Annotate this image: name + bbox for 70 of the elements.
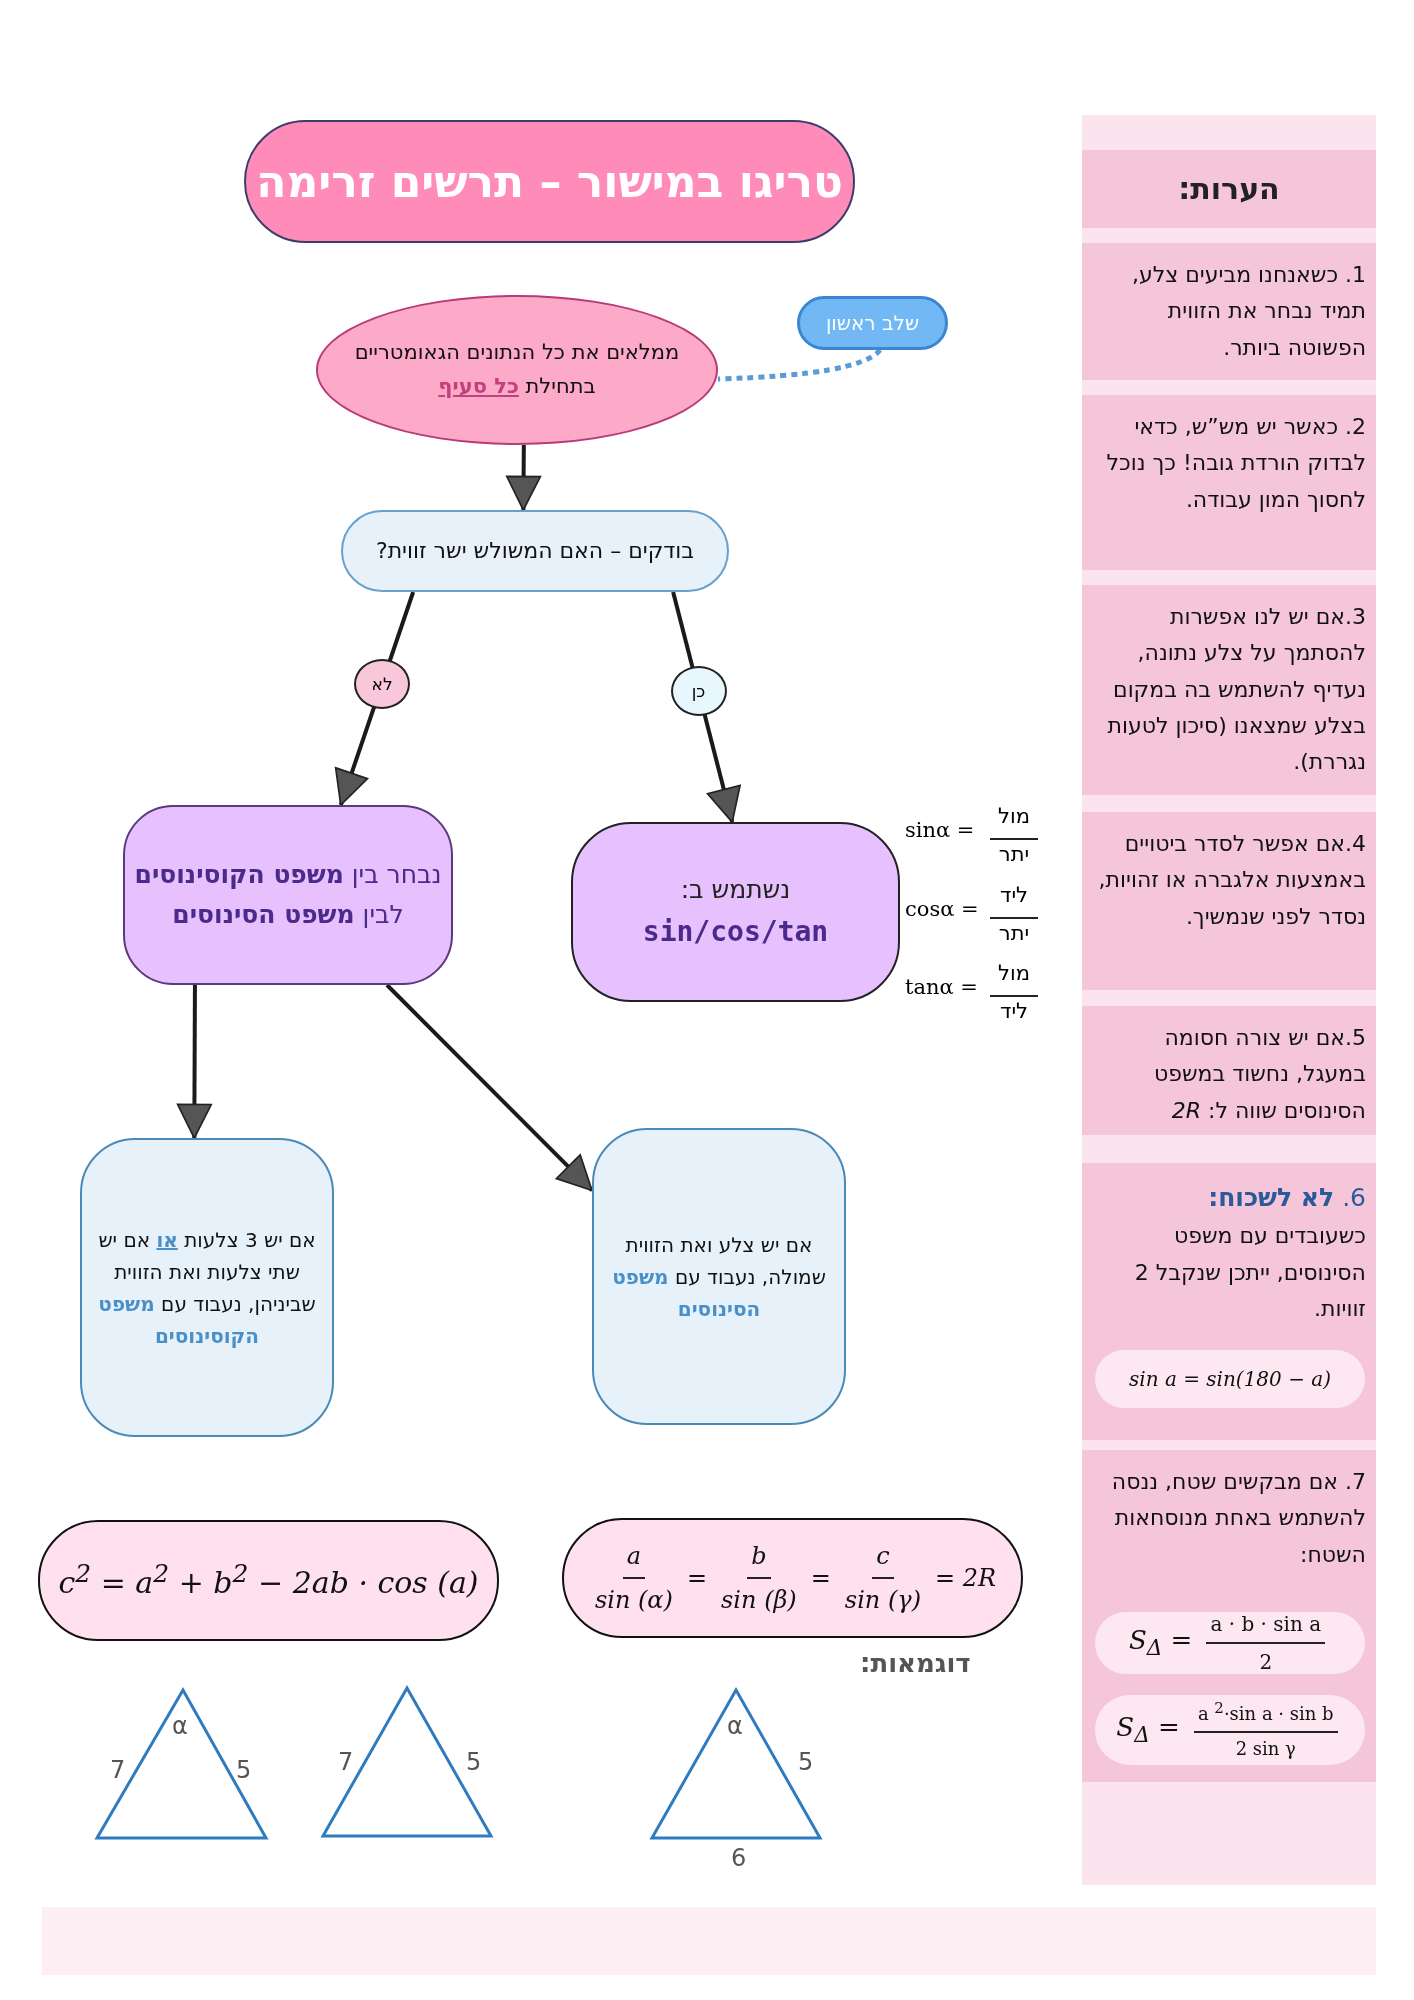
angle-label: α: [172, 1712, 188, 1740]
node-text: נבחר בין משפט הקוסינוסים לבין משפט הסינוסים: [133, 859, 443, 931]
formula-text: sin (γ): [843, 1585, 922, 1616]
side-length-label: 7: [338, 1748, 354, 1776]
note-card: [1082, 812, 1376, 990]
formula-text: sin a = sin(180 − a): [1129, 1366, 1331, 1393]
process-box: [571, 822, 900, 1002]
edge-label: לא: [354, 658, 411, 709]
node-text: בודקים – האם המשולש ישר זווית?: [375, 537, 695, 566]
formula-text: 2: [1258, 1649, 1274, 1676]
heading-text: הערות:: [1178, 170, 1280, 208]
formula-text: =: [810, 1562, 831, 1594]
note-card: [1082, 585, 1376, 795]
note-text: 2. כאשר יש מש”ש, כדאי לבדוק הורדת גובה! כך נוכל לחסוך המון עבודה.: [1105, 413, 1366, 514]
node-text: ממלאים את כל הנתונים הגאומטריים בתחילת כל סעיף: [353, 339, 681, 400]
ratio-label: מול: [997, 804, 1031, 828]
note-card: [1082, 1163, 1376, 1440]
formula-text: a: [622, 1536, 646, 1579]
note-card: [1082, 395, 1376, 570]
node-text: אם יש 3 צלעות או אם יש שתי צלעות ואת הזווית שביניהן, נעבוד עם משפט הקוסינוסים: [97, 1226, 317, 1350]
note-text: כשעובדים עם משפט הסינוסים, ייתכן שנקבל 2 זוויות.: [1133, 1222, 1366, 1323]
ratio-label: יתר: [990, 838, 1038, 866]
note-card: [1082, 1006, 1376, 1135]
side-length-label: 5: [798, 1748, 814, 1776]
note-text: 7. אם מבקשים שטח, ננסה להשתמש באחת מנוסחאות השטח:: [1110, 1468, 1366, 1569]
side-length-label: 7: [110, 1756, 126, 1784]
condition-box: [592, 1128, 846, 1425]
node-text: שלב ראשון: [825, 310, 920, 337]
ratio-label: cosα =: [905, 897, 979, 921]
arrow: [506, 445, 541, 511]
formula-text: a · b · sin a: [1206, 1608, 1326, 1644]
node-text: אם יש צלע ואת הזווית שמולה, נעבוד עם משפט הסינוסים: [611, 1231, 827, 1323]
formula-text: c: [872, 1536, 894, 1579]
node-text: sin/cos/tan: [642, 913, 829, 950]
choice-box: [123, 805, 453, 985]
formula-text: S$_{Δ}$ =: [1116, 1711, 1180, 1750]
formula-text: 2 sin γ: [1234, 1737, 1297, 1761]
side-length-label: 5: [466, 1748, 482, 1776]
formula-text: b: [747, 1536, 771, 1579]
formula-text: =: [686, 1562, 708, 1594]
ratio-label: ליד: [990, 995, 1038, 1023]
formula-text: c$^{2}$ = a$^{2}$ + b$^{2}$ − 2ab · cos (a): [58, 1558, 479, 1602]
dotted-line: [717, 348, 882, 382]
note-text: 3.אם יש לנו אפשרות להסתמך על צלע נתונה, נעדיף להשתמש בה במקום בצלע שמצאנו (סיכון לטעות נגררת).: [1106, 603, 1366, 777]
note-card: [1082, 243, 1376, 380]
side-length-label: 6: [731, 1844, 747, 1872]
arrow: [177, 985, 212, 1139]
ratio-label: sinα =: [905, 818, 975, 842]
ratio-label: מול: [997, 961, 1031, 985]
title-banner: טריגו במישור – תרשים זרימה: [244, 120, 855, 243]
step-pill: [797, 296, 948, 350]
note-text: 4.אם אפשר לסדר ביטויים באמצעות אלגברה או זהויות, נסדר לפני שנמשיך.: [1097, 830, 1366, 931]
section-heading: דוגמאות:: [860, 1648, 971, 1678]
formula-text: a $^{2}$·sin a · sin b: [1193, 1696, 1338, 1733]
node-text: נשתמש ב:: [680, 873, 791, 906]
angle-label: α: [727, 1712, 743, 1740]
side-length-label: 5: [236, 1756, 252, 1784]
edge-label: כן: [670, 665, 727, 716]
formula-text: S$_{Δ}$ =: [1128, 1624, 1193, 1663]
formula-text: sin (α): [593, 1585, 674, 1616]
formula-text: sin (β): [720, 1585, 798, 1616]
ratio-label: ליד: [998, 883, 1030, 907]
arrow: [385, 983, 594, 1192]
ratio-label: tanα =: [905, 975, 978, 999]
note-text: 1. כשאנחנו מביעים צלע, תמיד נבחר את הזווית הפשוטה ביותר.: [1130, 261, 1366, 362]
note-card: [1082, 1450, 1376, 1782]
condition-box: [80, 1138, 334, 1437]
notes-header: [1082, 150, 1376, 228]
ratio-label: יתר: [990, 917, 1038, 945]
formula-text: = 2R: [935, 1562, 997, 1594]
